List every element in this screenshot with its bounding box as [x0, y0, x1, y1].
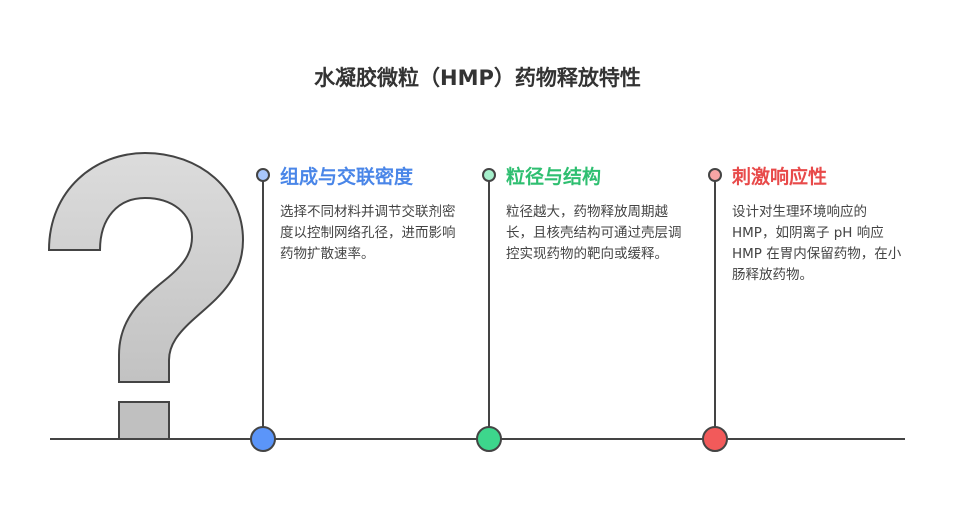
timeline-top-node — [708, 168, 722, 182]
item-text-size-structure: 粒径越大，药物释放周期越长，且核壳结构可通过壳层调控实现药物的靶向或缓释。 — [506, 204, 682, 262]
question-mark-dot — [118, 401, 170, 440]
item-text-stimulus-response: 设计对生理环境响应的 HMP，如阴离子 pH 响应 HMP 在胃内保留药物，在小… — [732, 204, 902, 283]
item-text-composition: 选择不同材料并调节交联剂密度以控制网络孔径，进而影响药物扩散速率。 — [280, 204, 456, 262]
timeline-top-node — [256, 168, 270, 182]
timeline-node — [702, 426, 728, 452]
question-mark-icon — [47, 151, 245, 383]
page-title: 水凝胶微粒（HMP）药物释放特性 — [314, 66, 641, 90]
item-title-size-structure: 粒径与结构 — [506, 166, 602, 188]
timeline-node — [250, 426, 276, 452]
item-title-stimulus-response: 刺激响应性 — [732, 166, 828, 188]
timeline-top-node — [482, 168, 496, 182]
item-title-composition: 组成与交联密度 — [280, 166, 414, 188]
timeline-node — [476, 426, 502, 452]
